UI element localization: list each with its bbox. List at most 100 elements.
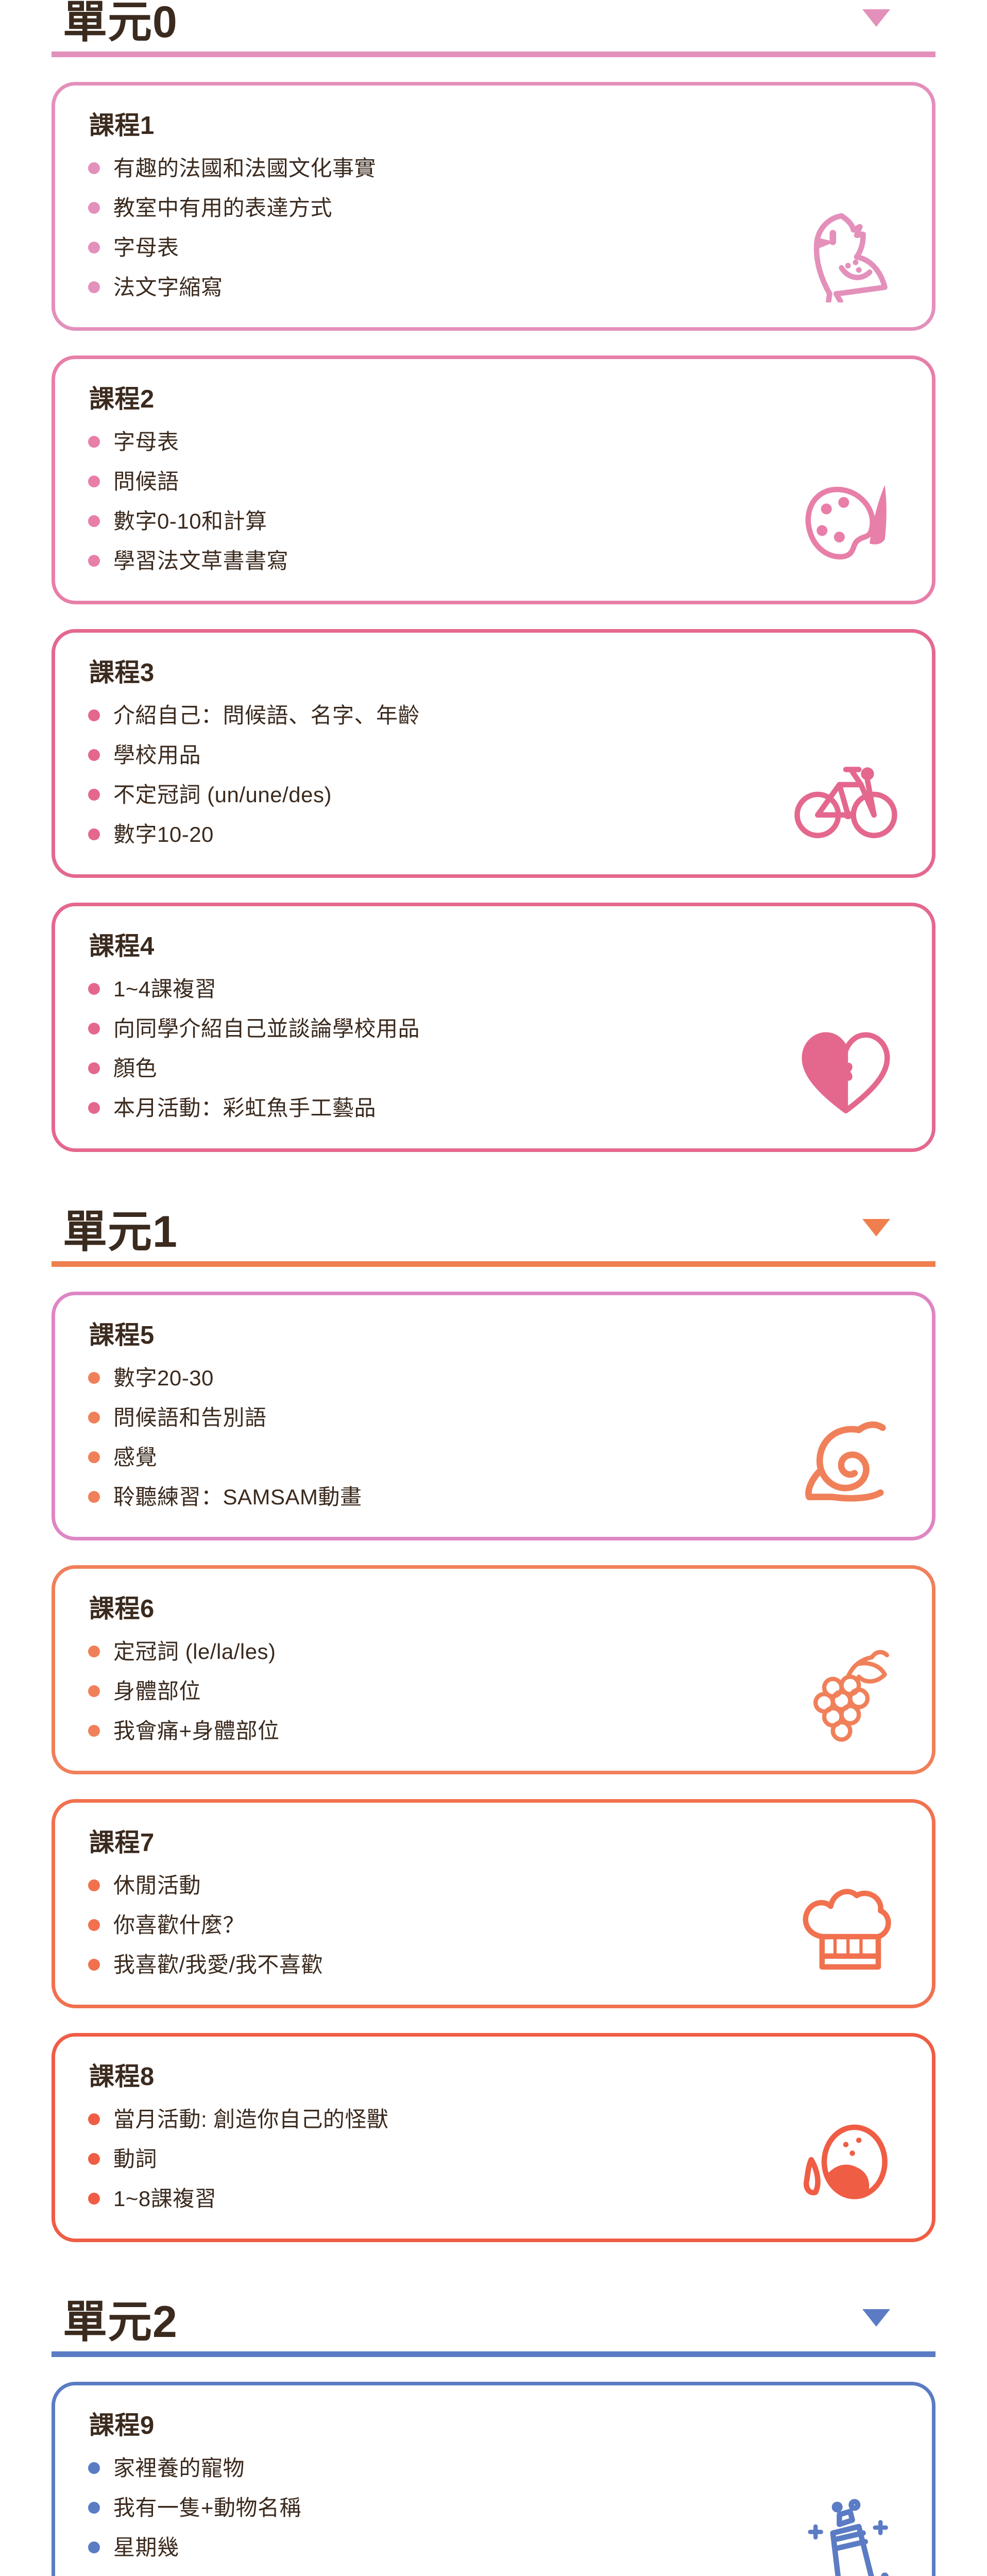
lesson-topic-text: 我有一隻+動物名稱: [113, 2495, 302, 2520]
lesson-topic-text: 教室中有用的表達方式: [113, 196, 333, 221]
bullet-dot-icon: [88, 1879, 100, 1891]
lesson-topic-list: 數字20-30 問候語和告別語感覺聆聽練習：SAMSAM動畫: [88, 1366, 680, 1509]
lesson-topic-text: 1~8課複習: [113, 2186, 217, 2211]
monster-icon: [792, 2106, 900, 2214]
lesson-topic-item: 我喜歡/我愛/我不喜歡: [88, 1953, 680, 1977]
lesson-topic-item: 感覺: [88, 1445, 680, 1469]
lesson-topic-text: 星期幾: [113, 2535, 179, 2560]
lesson-topic-text: 向同學介紹自己並談論學校用品: [113, 1016, 420, 1041]
lesson-topic-text: 有趣的法國和法國文化事實: [113, 156, 377, 180]
lesson-topic-text: 不定冠詞 (un/une/des): [113, 783, 332, 807]
lesson-topic-text: 字母表: [113, 430, 179, 454]
lesson-topic-text: 我喜歡/我愛/我不喜歡: [113, 1952, 323, 1977]
palette-brush-icon: [792, 468, 900, 576]
chevron-down-icon[interactable]: [862, 9, 890, 27]
bullet-dot-icon: [88, 749, 100, 761]
unit-header[interactable]: 單元1: [52, 1210, 935, 1267]
lesson-title: 課程6: [89, 1595, 155, 1623]
lesson-topic-text: 數字20-30: [113, 1365, 214, 1390]
lesson-topic-text: 聆聽練習：SAMSAM動畫: [113, 1484, 362, 1509]
unit-spacer: [0, 1152, 987, 1210]
unit-spacer: [0, 2242, 987, 2300]
lesson-topic-item: 身體部位: [88, 1679, 680, 1703]
lesson-topic-list: 有趣的法國和法國文化事實教室中有用的表達方式字母表法文字縮寫: [88, 156, 680, 299]
lesson-card[interactable]: 課程3 介紹自己：問候語、名字、年齡學校用品不定冠詞 (un/une/des) 數字…: [52, 629, 935, 878]
lesson-topic-item: 法國動畫：DIDOU: [88, 2575, 680, 2576]
chevron-down-icon[interactable]: [862, 2309, 890, 2327]
lesson-topic-text: 家裡養的寵物: [113, 2455, 245, 2480]
bullet-dot-icon: [88, 202, 100, 214]
lesson-topic-item: 數字0-10和計算: [88, 509, 680, 533]
bullet-dot-icon: [88, 476, 100, 488]
bullet-dot-icon: [88, 1062, 100, 1075]
lesson-topic-list: 當月活動: 創造你自己的怪獸動詞 1~8課複習: [88, 2107, 680, 2211]
lesson-topic-list: 介紹自己：問候語、名字、年齡學校用品不定冠詞 (un/une/des) 數字10-…: [88, 703, 680, 846]
lesson-topic-item: 數字20-30: [88, 1366, 680, 1390]
bird-icon: [792, 194, 900, 303]
unit-title: 單元2: [63, 2297, 178, 2347]
lesson-topic-item: 數字10-20: [88, 822, 680, 846]
chevron-down-icon[interactable]: [862, 1218, 890, 1236]
lesson-topic-item: 問候語和告別語: [88, 1405, 680, 1430]
lesson-topic-text: 當月活動: 創造你自己的怪獸: [113, 2107, 389, 2131]
lesson-topic-item: 學習法文草書書寫: [88, 549, 680, 573]
lesson-topic-item: 問候語: [88, 469, 680, 494]
lesson-topic-text: 問候語和告別語: [113, 1405, 267, 1430]
spray-bottle-icon: [792, 2494, 900, 2576]
lesson-title: 課程9: [89, 2411, 155, 2439]
snail-icon: [792, 1404, 900, 1512]
lesson-topic-item: 1~4課複習: [88, 977, 680, 1001]
lesson-topic-text: 介紹自己：問候語、名字、年齡: [113, 703, 420, 728]
bullet-dot-icon: [88, 1023, 100, 1035]
lesson-topic-text: 法國動畫：DIDOU: [113, 2575, 294, 2576]
lesson-title: 課程4: [89, 933, 155, 961]
unit-header[interactable]: 單元0: [52, 0, 935, 57]
lesson-topic-item: 介紹自己：問候語、名字、年齡: [88, 703, 680, 727]
lesson-topic-item: 家裡養的寵物: [88, 2456, 680, 2480]
lesson-topic-item: 顏色: [88, 1056, 680, 1080]
lesson-topic-item: 不定冠詞 (un/une/des): [88, 783, 680, 807]
bullet-dot-icon: [88, 2192, 100, 2205]
chef-hat-icon: [792, 1872, 900, 1980]
lesson-topic-text: 學校用品: [113, 743, 201, 768]
unit-header[interactable]: 單元2: [52, 2300, 935, 2357]
lesson-topic-item: 向同學介紹自己並談論學校用品: [88, 1016, 680, 1041]
lesson-topic-text: 數字10-20: [113, 822, 214, 847]
lesson-card[interactable]: 課程4 1~4課複習向同學介紹自己並談論學校用品顏色本月活動：彩虹魚手工藝品: [52, 903, 935, 1152]
bullet-dot-icon: [88, 1685, 100, 1697]
bullet-dot-icon: [88, 1451, 100, 1463]
bullet-dot-icon: [88, 709, 100, 722]
lesson-topic-text: 動詞: [113, 2146, 158, 2171]
lesson-topic-list: 1~4課複習向同學介紹自己並談論學校用品顏色本月活動：彩虹魚手工藝品: [88, 977, 680, 1120]
bullet-dot-icon: [88, 2541, 100, 2553]
lesson-title: 課程3: [89, 659, 155, 687]
lesson-topic-item: 聆聽練習：SAMSAM動畫: [88, 1485, 680, 1509]
lesson-topic-item: 本月活動：彩虹魚手工藝品: [88, 1096, 680, 1120]
bullet-dot-icon: [88, 555, 100, 567]
bullet-dot-icon: [88, 828, 100, 841]
lesson-title: 課程8: [89, 2062, 155, 2091]
lesson-topic-text: 學習法文草書書寫: [113, 549, 289, 573]
bullet-dot-icon: [88, 1102, 100, 1114]
lesson-card[interactable]: 課程8 當月活動: 創造你自己的怪獸動詞 1~8課複習: [52, 2032, 935, 2242]
lesson-topic-item: 字母表: [88, 430, 680, 454]
lesson-topic-text: 數字0-10和計算: [113, 509, 267, 534]
lesson-topic-item: 有趣的法國和法國文化事實: [88, 156, 680, 180]
lesson-topic-text: 感覺: [113, 1445, 158, 1469]
lesson-topic-list: 休閒活動你喜歡什麼？我喜歡/我愛/我不喜歡: [88, 1873, 680, 1977]
bullet-dot-icon: [88, 1645, 100, 1657]
grapes-icon: [792, 1638, 900, 1746]
lesson-topic-text: 字母表: [113, 235, 179, 260]
